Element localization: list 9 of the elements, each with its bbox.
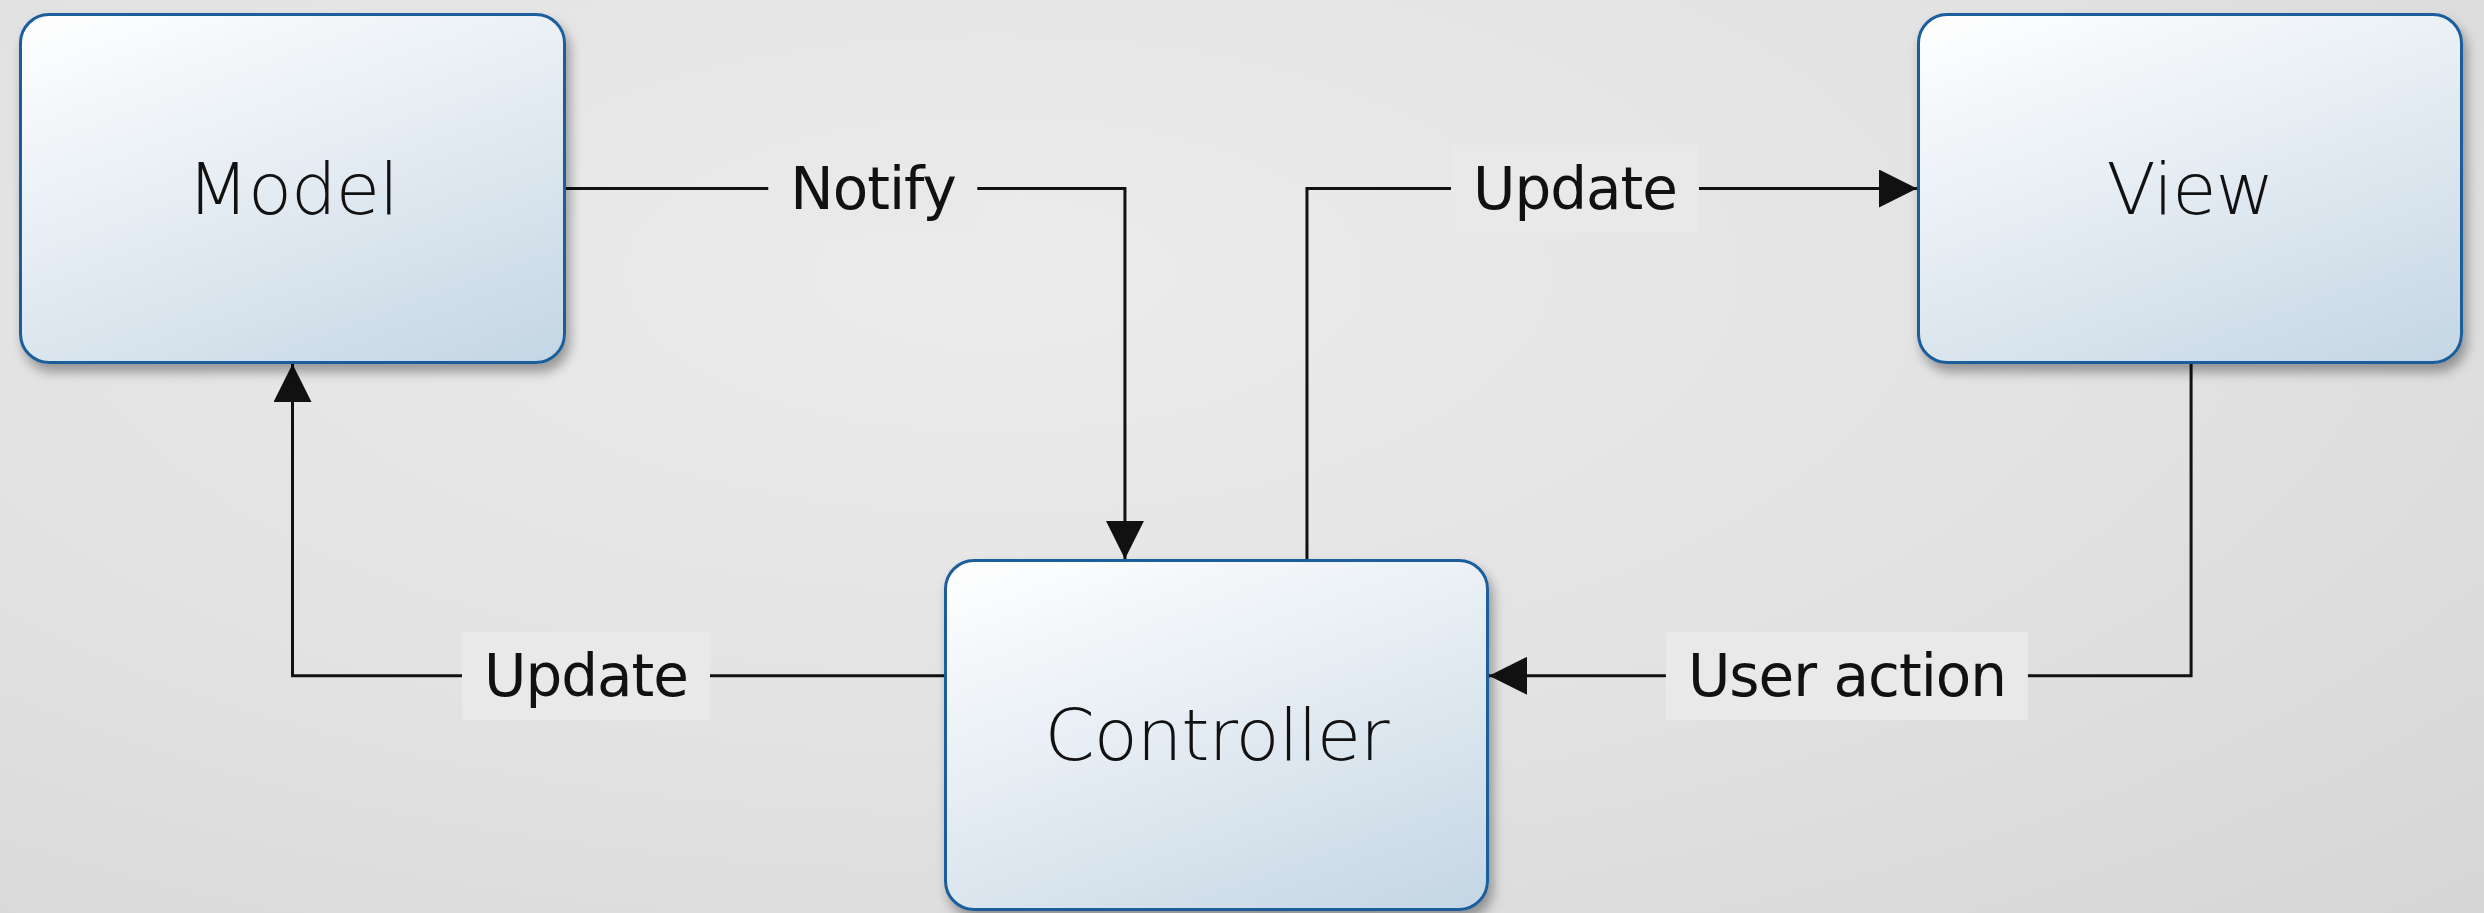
- edge-label: User action: [1665, 632, 2029, 720]
- node-label: View: [2106, 146, 2274, 231]
- edge-label: Update: [1450, 145, 1700, 233]
- process-box: [944, 559, 1489, 911]
- process-box: [19, 13, 566, 364]
- process-box: [1917, 13, 2463, 364]
- edge-label: Update: [461, 632, 711, 720]
- node-label: Controller: [1044, 693, 1389, 777]
- node-label: Model: [186, 146, 399, 231]
